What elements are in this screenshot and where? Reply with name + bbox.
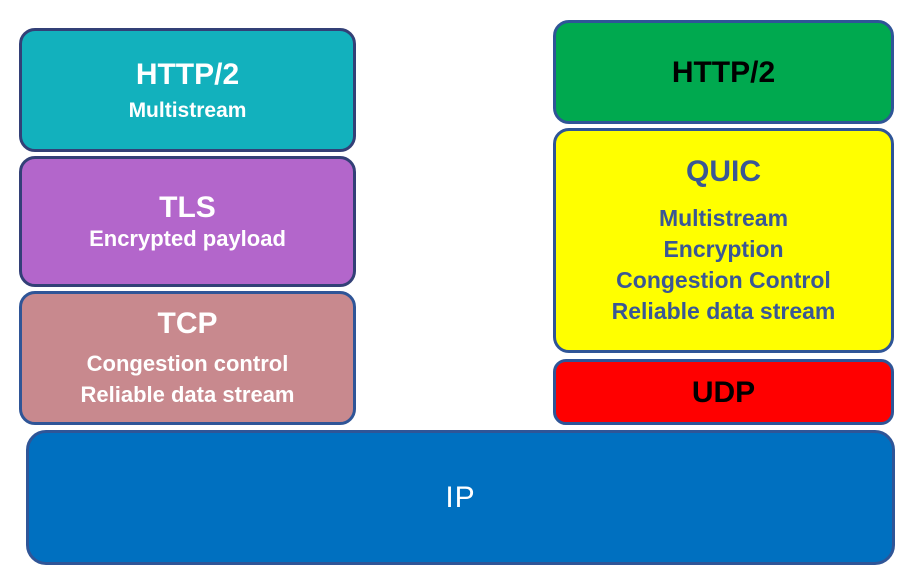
box-tcp-feature-congestion-control: Congestion control [86,351,289,376]
box-ip-title: IP [445,481,476,514]
box-tls-feature-encrypted-payload: Encrypted payload [89,226,286,251]
box-udp-title: UDP [691,375,756,409]
box-ip: IP [26,430,895,565]
box-tcp: TCP Congestion control Reliable data str… [19,291,356,425]
box-tcp-feature-reliable-data-stream: Reliable data stream [80,382,295,407]
box-http2-over-tcp: HTTP/2 Multistream [19,28,356,152]
box-udp: UDP [553,359,894,425]
box-quic: QUIC Multistream Encryption Congestion C… [553,128,894,353]
box-tcp-title: TCP [157,307,218,340]
box-tls: TLS Encrypted payload [19,156,356,287]
box-http2-over-tcp-feature-multistream: Multistream [128,98,247,122]
box-quic-feature-multistream: Multistream [658,205,789,231]
box-tls-title: TLS [159,191,216,224]
box-quic-feature-congestion-control: Congestion Control [616,267,831,293]
box-quic-feature-encryption: Encryption [663,236,784,262]
box-http2-over-quic-title: HTTP/2 [671,55,776,89]
box-quic-feature-reliable-data-stream: Reliable data stream [611,298,836,324]
box-quic-title: QUIC [686,155,761,188]
box-http2-over-quic: HTTP/2 [553,20,894,124]
box-http2-over-tcp-title: HTTP/2 [135,57,240,91]
